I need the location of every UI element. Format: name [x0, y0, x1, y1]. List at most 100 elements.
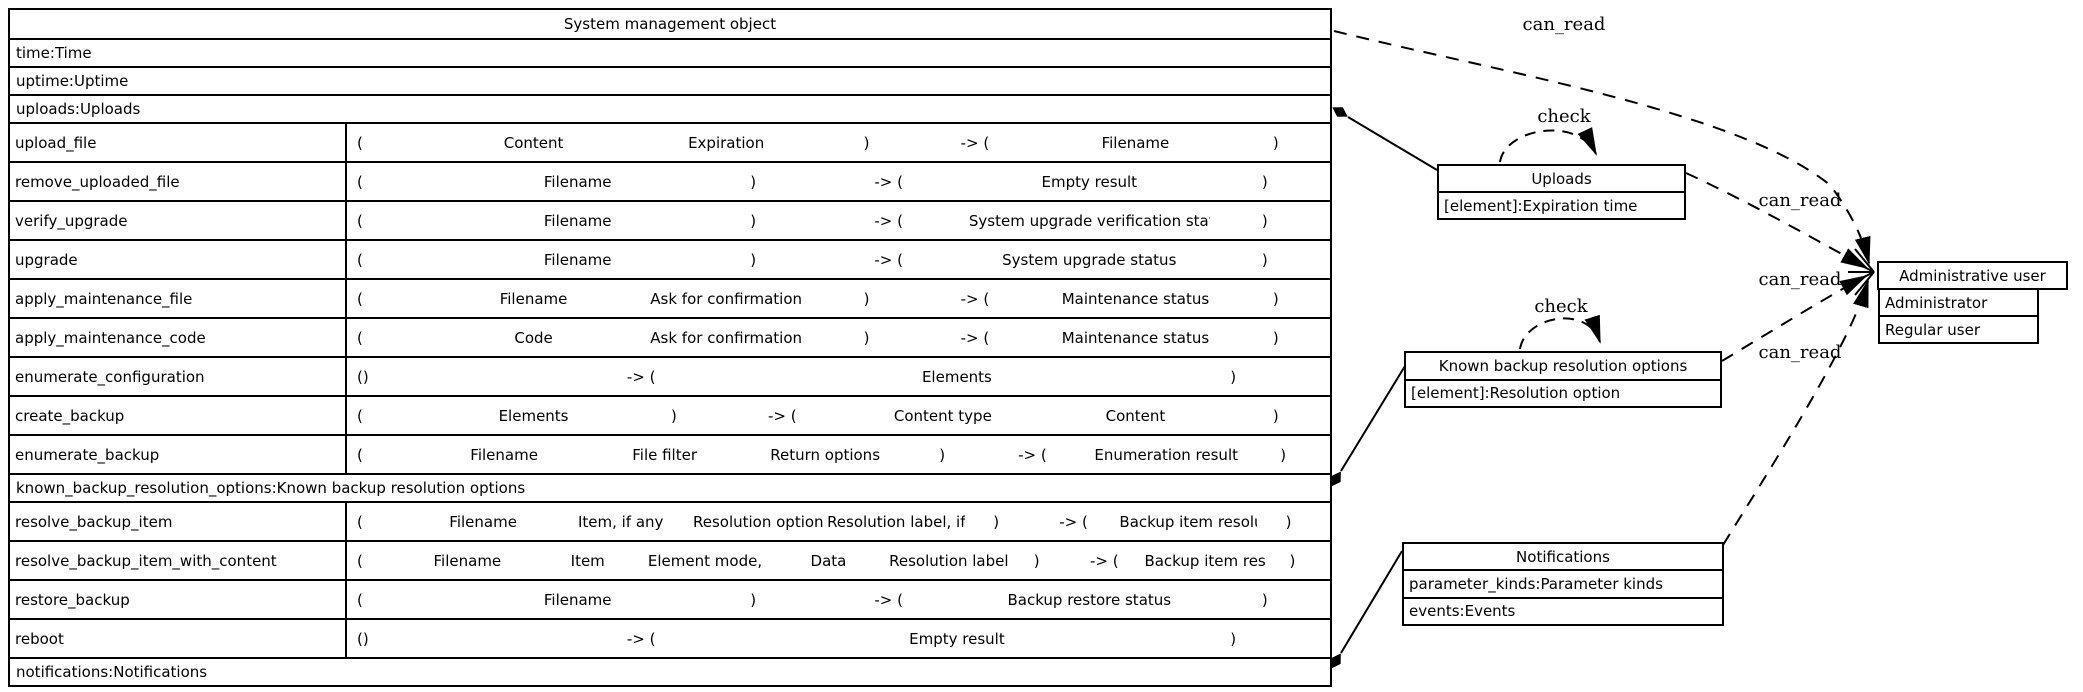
edge-can-read-system-to-admin	[1333, 30, 1871, 265]
signature-token: (	[357, 211, 363, 230]
arrowhead-starburst	[1848, 248, 1875, 296]
signature-token: Filename	[433, 551, 502, 570]
signature-token: )	[1285, 512, 1292, 531]
signature-token: System upgrade verification status	[968, 211, 1210, 230]
signature-token: Elements	[921, 367, 992, 386]
can-read-label-system: can_read	[1522, 14, 1606, 35]
signature-token: (	[357, 172, 363, 191]
signature-token: -> (	[1059, 512, 1088, 531]
signature-token: Filename	[499, 289, 568, 308]
method-row: reboot()-> (Empty result)	[10, 618, 1330, 657]
signature-token: Ask for confirmation	[650, 289, 803, 308]
signature-token: )	[1261, 172, 1268, 191]
signature-token: Empty result	[909, 629, 1005, 648]
signature-token: )	[750, 172, 757, 191]
can-read-label-notifications: can_read	[1758, 342, 1842, 363]
method-name-cell: remove_uploaded_file	[10, 163, 347, 200]
signature-token: )	[1261, 590, 1268, 609]
method-row: upgrade(Filename)-> (System upgrade stat…	[10, 239, 1330, 278]
attribute-text: uptime:Uptime	[16, 72, 129, 90]
signature-token: -> (	[960, 133, 990, 152]
edge-composition-uploads	[1332, 107, 1438, 171]
regular-user-row: Regular user	[1878, 315, 2039, 344]
attribute-text: time:Time	[16, 44, 92, 62]
attribute-row: notifications:Notifications	[10, 657, 1330, 685]
signature-token: -> (	[626, 367, 656, 386]
signature-token: System upgrade status	[1002, 250, 1177, 269]
signature-token: )	[939, 445, 946, 464]
edge-composition-notifications	[1331, 550, 1403, 669]
signature-token: -> (	[1018, 445, 1047, 464]
method-row: restore_backup(Filename)-> (Backup resto…	[10, 579, 1330, 618]
method-name-cell: enumerate_configuration	[10, 358, 347, 395]
uploads-node: Uploads [element]:Expiration time	[1437, 164, 1686, 220]
signature-token: )	[750, 250, 757, 269]
edge-composition-known-backup	[1331, 365, 1406, 487]
signature-token: )	[1230, 367, 1237, 386]
signature-token: )	[1280, 445, 1287, 464]
method-signature-cell: (Filename)-> (System upgrade verificatio…	[347, 202, 1330, 239]
signature-token: Data	[810, 551, 847, 570]
check-label-known-backup: check	[1534, 296, 1588, 317]
signature-token: )	[671, 406, 677, 425]
signature-token: Filename	[449, 512, 517, 531]
signature-token: Ask for confirmation	[650, 328, 803, 347]
administrative-user-node: Administrative user	[1877, 261, 2068, 290]
signature-token: )	[863, 289, 870, 308]
notifications-node-row-parameter-kinds: parameter_kinds:Parameter kinds	[1409, 574, 1663, 593]
signature-token: Backup item resolution status	[1144, 551, 1265, 570]
method-name-cell: verify_upgrade	[10, 202, 347, 239]
known-backup-node-title: Known backup resolution options	[1406, 353, 1720, 381]
signature-token: )	[863, 133, 870, 152]
signature-token: Filename	[543, 211, 612, 230]
signature-token: Item	[570, 551, 605, 570]
signature-token: )	[1033, 551, 1040, 570]
administrator-row: Administrator	[1878, 288, 2039, 317]
signature-token: (	[357, 406, 363, 425]
edge-check-known-loop	[1519, 314, 1601, 350]
method-signature-cell: (Filename)-> (Backup restore status)	[347, 581, 1330, 618]
signature-token: Element mode, if any	[647, 551, 768, 570]
method-row: enumerate_configuration()-> (Elements)	[10, 356, 1330, 395]
signature-token: (	[357, 590, 363, 609]
signature-token: )	[1272, 406, 1279, 425]
signature-token: Empty result	[1041, 172, 1138, 191]
signature-token: Code	[514, 328, 553, 347]
can-read-label-uploads: can_read	[1758, 190, 1842, 211]
signature-token: Content	[1105, 406, 1166, 425]
signature-token: )	[993, 512, 1000, 531]
signature-token: Enumeration result	[1094, 445, 1238, 464]
check-label-uploads: check	[1537, 106, 1591, 127]
method-row: remove_uploaded_file(Filename)-> (Empty …	[10, 161, 1330, 200]
signature-token: Filename	[543, 590, 612, 609]
signature-token: (	[357, 445, 363, 464]
attribute-text: uploads:Uploads	[16, 100, 141, 118]
signature-token: -> (	[768, 406, 797, 425]
signature-token: Content	[503, 133, 564, 152]
method-signature-cell: (Filename)-> (Empty result)	[347, 163, 1330, 200]
signature-token: Filename	[543, 250, 612, 269]
method-name-cell: upload_file	[10, 124, 347, 161]
signature-token: Item, if any	[577, 512, 664, 531]
signature-token: Resolution label, if any	[827, 512, 965, 531]
edge-can-read-uploads-to-admin	[1685, 172, 1869, 269]
signature-token: Filename	[470, 445, 538, 464]
signature-token: )	[1230, 629, 1237, 648]
notifications-node: Notifications parameter_kinds:Parameter …	[1402, 542, 1724, 626]
signature-token: )	[1289, 551, 1296, 570]
attribute-row: uptime:Uptime	[10, 66, 1330, 94]
method-name-cell: apply_maintenance_code	[10, 319, 347, 356]
signature-token: Filename	[1101, 133, 1170, 152]
signature-token: -> (	[874, 172, 903, 191]
signature-token: )	[1261, 250, 1268, 269]
known-backup-resolution-options-node: Known backup resolution options [element…	[1404, 351, 1722, 408]
signature-token: (	[357, 328, 363, 347]
